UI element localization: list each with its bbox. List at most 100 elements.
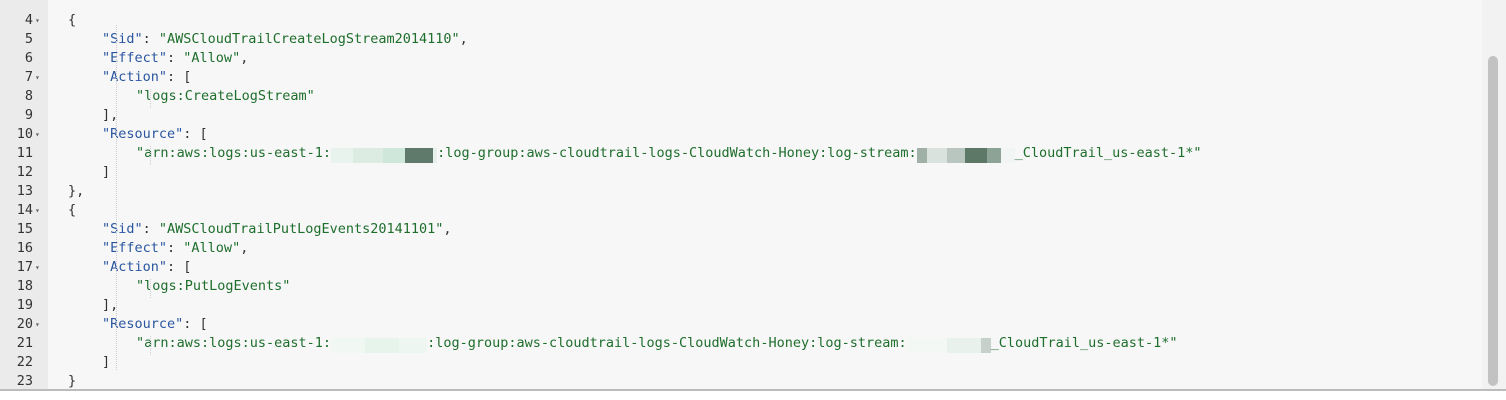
json-punctuation: : [ (167, 259, 192, 275)
code-line[interactable]: 22] (0, 353, 1480, 372)
line-number: 8 (24, 88, 33, 104)
json-punctuation: ] (102, 164, 111, 180)
indent-guide (150, 279, 151, 298)
json-punctuation: : (142, 31, 159, 47)
indent-guide (150, 146, 151, 165)
json-punctuation: , (459, 31, 468, 47)
code-line[interactable]: 5"Sid": "AWSCloudTrailCreateLogStream201… (0, 30, 1480, 49)
json-punctuation: { (68, 202, 77, 218)
json-punctuation: ], (102, 107, 119, 123)
code-line[interactable]: 8 "logs:CreateLogStream" (0, 87, 1480, 106)
chevron-down-icon[interactable]: ▾ (35, 320, 40, 329)
json-key: "Resource" (102, 316, 184, 332)
code-line[interactable]: 15 "Sid": "AWSCloudTrailPutLogEvents20141… (0, 220, 1480, 239)
line-number: 13 (16, 183, 33, 199)
line-number-gutter (0, 0, 48, 389)
line-number: 12 (16, 164, 33, 180)
line-number: 17 (16, 259, 33, 275)
code-editor[interactable]: 4▾{5"Sid": "AWSCloudTrailCreateLogStream… (0, 0, 1506, 391)
line-number: 6 (24, 50, 33, 66)
line-number: 18 (16, 278, 33, 294)
chevron-down-icon[interactable]: ▾ (35, 130, 40, 139)
code-text: ] (102, 353, 110, 372)
code-text: "Resource": [ (102, 125, 208, 144)
code-line[interactable]: 6 "Effect": "Allow", (0, 49, 1480, 68)
json-string: :log-group:aws-cloudtrail-logs-CloudWatc… (427, 335, 907, 351)
code-text: "Sid": "AWSCloudTrailPutLogEvents2014110… (102, 220, 452, 239)
redacted-value (916, 147, 1015, 166)
code-text: ], (102, 296, 118, 315)
json-punctuation: : (167, 240, 184, 256)
json-punctuation: : (167, 50, 184, 66)
code-line[interactable]: 4▾{ (0, 11, 1480, 30)
chevron-down-icon[interactable]: ▾ (35, 206, 40, 215)
line-number: 21 (16, 335, 33, 351)
code-line[interactable]: 18 "logs:PutLogEvents" (0, 277, 1480, 296)
line-number: 10 (16, 126, 33, 142)
json-punctuation: ], (102, 297, 119, 313)
indent-guide (150, 89, 151, 108)
redacted-value (331, 337, 428, 356)
code-line[interactable]: 20▾"Resource": [ (0, 315, 1480, 334)
code-text: "arn:aws:logs:us-east-1::log-group:aws-c… (136, 334, 1178, 356)
line-number: 7 (24, 69, 33, 85)
code-line[interactable]: 10▾ "Resource": [ (0, 125, 1480, 144)
code-line[interactable]: 17▾ "Action": [ (0, 258, 1480, 277)
code-line[interactable]: 11 "arn:aws:logs:us-east-1: :log-group:aws… (0, 144, 1480, 163)
chevron-down-icon[interactable]: ▾ (35, 73, 40, 82)
line-number: 15 (16, 221, 33, 237)
code-line[interactable]: 13}, (0, 182, 1480, 201)
redacted-value (906, 337, 991, 356)
code-text: { (68, 201, 76, 220)
code-text: }, (68, 182, 84, 201)
json-punctuation: : [ (183, 126, 208, 142)
code-line[interactable]: 21 "arn:aws:logs:us-east-1::log-group:aws… (0, 334, 1480, 353)
code-line[interactable]: 14▾ { (0, 201, 1480, 220)
json-string: "AWSCloudTrailCreateLogStream2014110" (158, 31, 460, 47)
code-text: "Sid": "AWSCloudTrailCreateLogStream2014… (102, 30, 468, 49)
code-text: ] (102, 163, 110, 182)
indent-guide (116, 25, 117, 370)
json-string: "logs:PutLogEvents" (136, 278, 291, 294)
code-text: } (68, 372, 77, 389)
code-line[interactable]: 12] (0, 163, 1480, 182)
code-line[interactable]: 7▾ "Action": [ (0, 68, 1480, 87)
code-line[interactable]: 23} (0, 372, 1480, 389)
json-key: "Action" (102, 259, 168, 275)
code-text: "Resource": [ (102, 315, 208, 334)
chevron-down-icon[interactable]: ▾ (35, 263, 40, 272)
chevron-down-icon[interactable]: ▾ (35, 16, 40, 25)
json-string: "Allow" (183, 240, 241, 256)
json-string: "arn:aws:logs:us-east-1: (136, 145, 332, 161)
json-key: "Effect" (102, 50, 168, 66)
json-punctuation: , (240, 240, 249, 256)
json-punctuation: , (240, 50, 249, 66)
code-line[interactable]: 9], (0, 106, 1480, 125)
code-area[interactable] (48, 0, 1482, 389)
json-punctuation: : [ (167, 69, 192, 85)
code-text: "Action": [ (102, 258, 191, 277)
json-string: "AWSCloudTrailPutLogEvents20141101" (158, 221, 444, 237)
line-number: 19 (16, 297, 33, 313)
line-number: 9 (24, 107, 33, 123)
code-line[interactable]: 19], (0, 296, 1480, 315)
line-number: 11 (16, 145, 33, 161)
json-punctuation: } (68, 373, 77, 389)
code-text: "Effect": "Allow", (102, 49, 248, 68)
scrollbar-thumb[interactable] (1488, 56, 1498, 386)
json-key: "Action" (102, 69, 168, 85)
line-number: 22 (16, 354, 33, 370)
json-key: "Sid" (102, 31, 143, 47)
json-key: "Sid" (102, 221, 143, 237)
code-text: ], (102, 106, 118, 125)
json-key: "Resource" (102, 126, 184, 142)
json-string: :log-group:aws-cloudtrail-logs-CloudWatc… (437, 145, 917, 161)
json-punctuation: }, (68, 183, 85, 199)
line-number: 14 (16, 202, 33, 218)
line-number: 16 (16, 240, 33, 256)
code-text: "Effect": "Allow", (102, 239, 248, 258)
json-string: "logs:CreateLogStream" (136, 88, 315, 104)
code-line[interactable]: 16 "Effect": "Allow", (0, 239, 1480, 258)
json-punctuation: : [ (183, 316, 208, 332)
code-text: "Action": [ (102, 68, 191, 87)
